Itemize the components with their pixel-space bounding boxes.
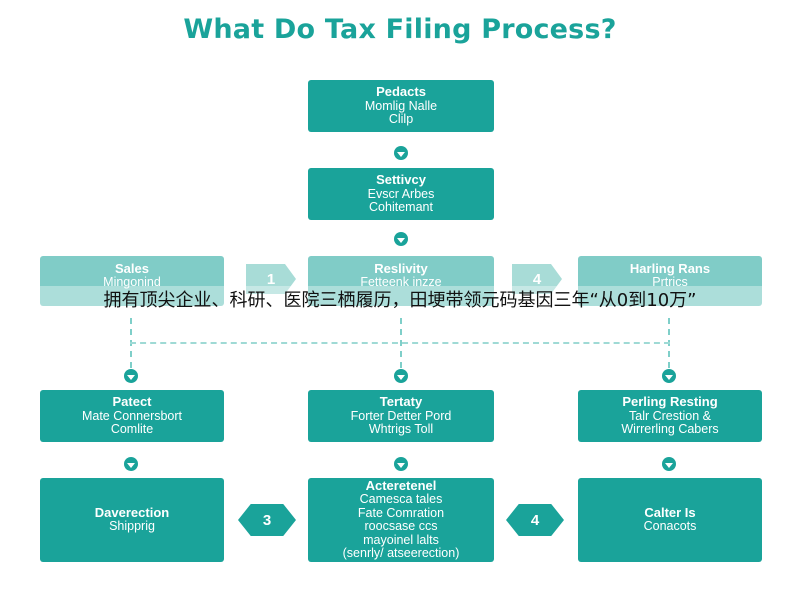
box-line: mayoinel lalts (363, 532, 439, 547)
dashed-connector (130, 342, 670, 344)
box-line: Fetteenk inzze (360, 275, 442, 290)
box-heading: Perling Resting (622, 394, 718, 410)
box-line: Shipprig (109, 519, 155, 534)
box-pedacts: Pedacts Momlig Nalle Clilp (308, 80, 494, 132)
box-reslivity: Reslivity Fetteenk inzze (308, 256, 494, 306)
box-settivcy: Settivcy Evscr Arbes Cohitemant (308, 168, 494, 220)
box-harling-rans: Harling Rans Prtrics (578, 256, 762, 306)
chevron-down-icon (662, 457, 676, 471)
box-tertaty: Tertaty Forter Detter Pord Whtrigs Toll (308, 390, 494, 442)
box-line: Clilp (388, 112, 414, 127)
chevron-down-icon (124, 457, 138, 471)
chevron-down-icon (394, 146, 408, 160)
box-calter-is: Calter Is Conacots (578, 478, 762, 562)
box-acteretenel: Acteretenel Camesca tales Fate Comration… (308, 478, 494, 562)
box-heading: Calter Is (644, 505, 696, 521)
box-heading: Daverection (94, 505, 170, 521)
box-line: Conacots (643, 519, 697, 534)
box-line: Momlig Nalle (364, 98, 438, 113)
box-line: Fate Comration (357, 505, 445, 520)
box-line: Comlite (110, 422, 154, 437)
box-line: Cohitemant (369, 200, 433, 215)
box-line: Prtrics (652, 275, 688, 290)
chevron-down-icon (394, 369, 408, 383)
box-heading: Acteretenel (365, 478, 437, 494)
box-line: Forter Detter Pord (350, 408, 452, 423)
diagram-title: What Do Tax Filing Process? (183, 14, 617, 45)
box-heading: Harling Rans (629, 261, 711, 276)
box-heading: Pedacts (376, 84, 426, 100)
box-line: Camesca tales (359, 492, 443, 507)
step-hexagon-3: 3 (238, 504, 296, 536)
box-perling-resting: Perling Resting Talr Crestion & Wirrerli… (578, 390, 762, 442)
box-line: Talr Crestion & (629, 408, 711, 423)
box-line: roocsase ccs (364, 519, 438, 534)
box-heading: Sales (115, 261, 149, 276)
box-line: Wirrerling Cabers (621, 422, 719, 437)
box-heading: Patect (112, 394, 152, 410)
box-patect: Patect Mate Connersbort Comlite (40, 390, 224, 442)
box-line: Whtrigs Toll (368, 422, 434, 437)
step-hexagon-4: 4 (506, 504, 564, 536)
box-line: (senrly/ atseerection) (342, 546, 460, 561)
step-number: 4 (530, 511, 540, 529)
box-heading: Settivcy (376, 172, 426, 188)
box-heading: Reslivity (374, 261, 428, 276)
step-arrow-4: 4 (512, 264, 562, 294)
overlay-caption: 拥有顶尖企业、科研、医院三栖履历，田埂带领元码基因三年“从0到10万” (0, 286, 800, 312)
step-number: 1 (266, 270, 276, 288)
chevron-down-icon (662, 369, 676, 383)
chevron-down-icon (124, 369, 138, 383)
chevron-down-icon (394, 457, 408, 471)
box-daverection: Daverection Shipprig (40, 478, 224, 562)
box-line: Mate Connersbort (81, 408, 183, 423)
box-heading: Tertaty (379, 394, 423, 410)
step-number: 4 (532, 270, 542, 288)
step-arrow-1: 1 (246, 264, 296, 294)
box-sales: Sales Mingonind (40, 256, 224, 306)
chevron-down-icon (394, 232, 408, 246)
step-number: 3 (262, 511, 272, 529)
box-line: Evscr Arbes (367, 186, 435, 201)
box-line: Mingonind (103, 275, 161, 290)
